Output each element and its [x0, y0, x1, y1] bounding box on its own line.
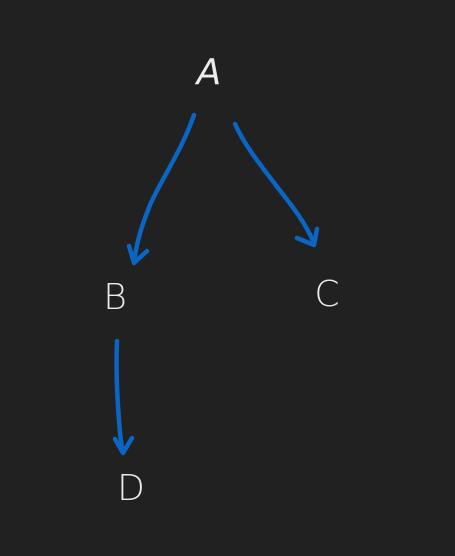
- edge-a-b-line: [131, 112, 197, 265]
- node-d: D: [117, 468, 145, 509]
- edge-b-d-arrowhead: [112, 435, 135, 456]
- edge-a-c: [232, 121, 320, 248]
- edge-b-d: [112, 338, 135, 456]
- edge-a-c-arrowhead: [294, 226, 320, 248]
- edge-b-d-line: [114, 338, 126, 455]
- edge-a-b-arrowhead: [126, 243, 150, 266]
- node-c: C: [314, 274, 340, 315]
- node-a: A: [196, 52, 222, 93]
- node-b: B: [103, 277, 127, 318]
- edge-a-b: [126, 112, 197, 266]
- edge-a-c-line: [232, 121, 317, 246]
